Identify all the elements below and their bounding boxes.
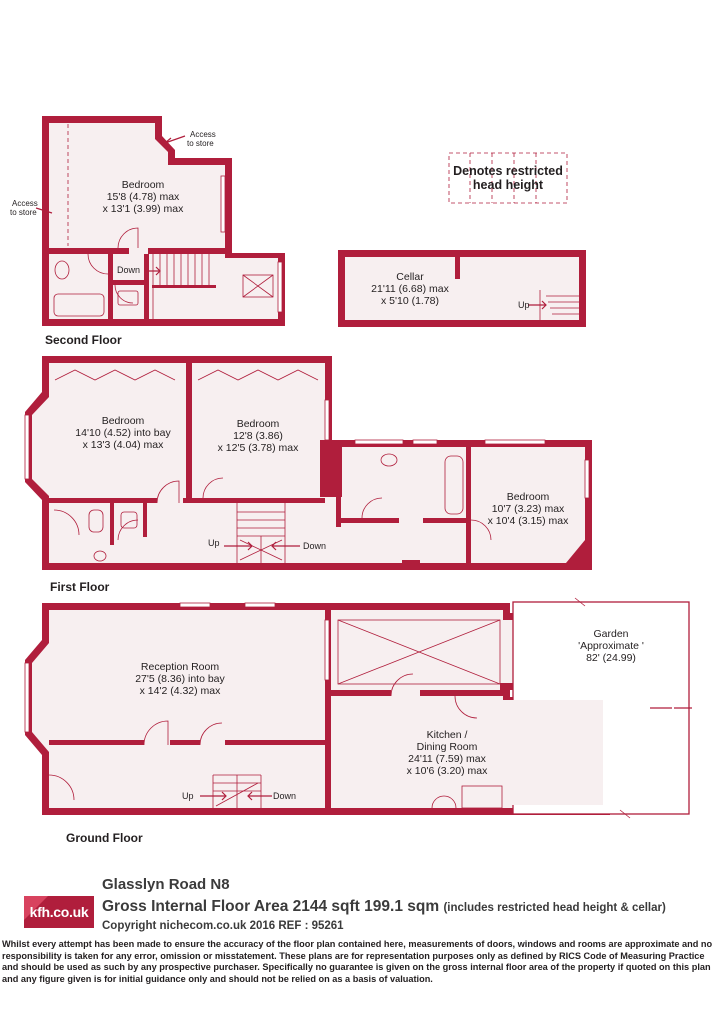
kfh-logo: kfh.co.uk [24, 896, 94, 928]
bedroom-rear-name: Bedroom [507, 491, 550, 503]
stairs-cellar [528, 290, 579, 320]
logo-text: kfh.co.uk [29, 904, 89, 920]
up-first: Up [208, 538, 220, 548]
garden-name: Garden [593, 628, 628, 640]
down-first: Down [303, 541, 326, 551]
second-floor-title: Second Floor [45, 333, 122, 347]
access-store-top-line2: to store [187, 139, 214, 148]
cellar-dim2: x 5'10 (1.78) [381, 295, 439, 307]
gia-value: Gross Internal Floor Area 2144 sqft 199.… [102, 898, 440, 915]
gia-note: (includes restricted head height & cella… [443, 902, 666, 914]
bedroom-second-dim1: 15'8 (4.78) max [107, 191, 180, 203]
stairs-ground [200, 774, 272, 808]
disclaimer: Whilst every attempt has been made to en… [2, 939, 713, 984]
ground-floor-labels: Reception Room 27'5 (8.36) into bay x 14… [66, 628, 644, 845]
gross-internal-area: Gross Internal Floor Area 2144 sqft 199.… [102, 898, 666, 916]
bedroom-front-name: Bedroom [102, 415, 145, 427]
garden-dim1: 'Approximate ' [578, 640, 644, 652]
bedroom-middle-dim1: 12'8 (3.86) [233, 430, 283, 442]
kitchen-dim2: x 10'6 (3.20) max [407, 765, 489, 777]
stairs-second [148, 254, 216, 319]
access-store-top-line1: Access [190, 130, 216, 139]
access-store-left-line1: Access [12, 199, 38, 208]
footer: kfh.co.uk Glasslyn Road N8 Gross Interna… [0, 872, 715, 1033]
down-second: Down [117, 265, 140, 275]
bedroom-rear-dim1: 10'7 (3.23) max [492, 503, 565, 515]
kitchen-dim1: 24'11 (7.59) max [408, 753, 486, 765]
bedroom-second-dim2: x 13'1 (3.99) max [103, 203, 185, 215]
first-floor-plan [24, 356, 592, 570]
up-cellar: Up [518, 300, 530, 310]
first-floor-labels: Bedroom 14'10 (4.52) into bay x 13'3 (4.… [50, 415, 569, 594]
reception-dim1: 27'5 (8.36) into bay [135, 673, 225, 685]
reception-name: Reception Room [141, 661, 219, 673]
second-floor-labels: Bedroom 15'8 (4.78) max x 13'1 (3.99) ma… [10, 130, 530, 347]
first-floor-title: First Floor [50, 580, 110, 594]
bedroom-middle-name: Bedroom [237, 418, 280, 430]
legend-line2: head height [473, 178, 544, 192]
cellar-plan [338, 250, 586, 327]
garden-dim2: 82' (24.99) [586, 652, 636, 664]
reception-dim2: x 14'2 (4.32) max [140, 685, 222, 697]
property-address: Glasslyn Road N8 [102, 876, 230, 893]
kitchen-name2: Dining Room [417, 741, 478, 753]
bedroom-front-dim2: x 13'3 (4.04) max [83, 439, 165, 451]
up-ground: Up [182, 791, 194, 801]
access-store-left-line2: to store [10, 208, 37, 217]
down-ground: Down [273, 791, 296, 801]
legend: Denotes restricted head height [448, 152, 568, 204]
legend-line1: Denotes restricted [453, 164, 563, 178]
logo-corner-icon [24, 896, 48, 920]
cellar-dim1: 21'11 (6.68) max [371, 283, 449, 295]
bedroom-rear-dim2: x 10'4 (3.15) max [488, 515, 570, 527]
copyright: Copyright nichecom.co.uk 2016 REF : 9526… [102, 920, 344, 932]
second-floor-plan [35, 116, 285, 326]
bedroom-front-dim1: 14'10 (4.52) into bay [75, 427, 171, 439]
cellar-name: Cellar [396, 271, 424, 283]
stairs-first [224, 503, 300, 563]
bedroom-middle-dim2: x 12'5 (3.78) max [218, 442, 300, 454]
bedroom-second-name: Bedroom [122, 179, 165, 191]
ground-floor-title: Ground Floor [66, 831, 143, 845]
kitchen-name1: Kitchen / [427, 729, 468, 741]
floor-plan: Denotes restricted head height [10, 116, 692, 845]
ground-floor-plan [24, 597, 692, 819]
